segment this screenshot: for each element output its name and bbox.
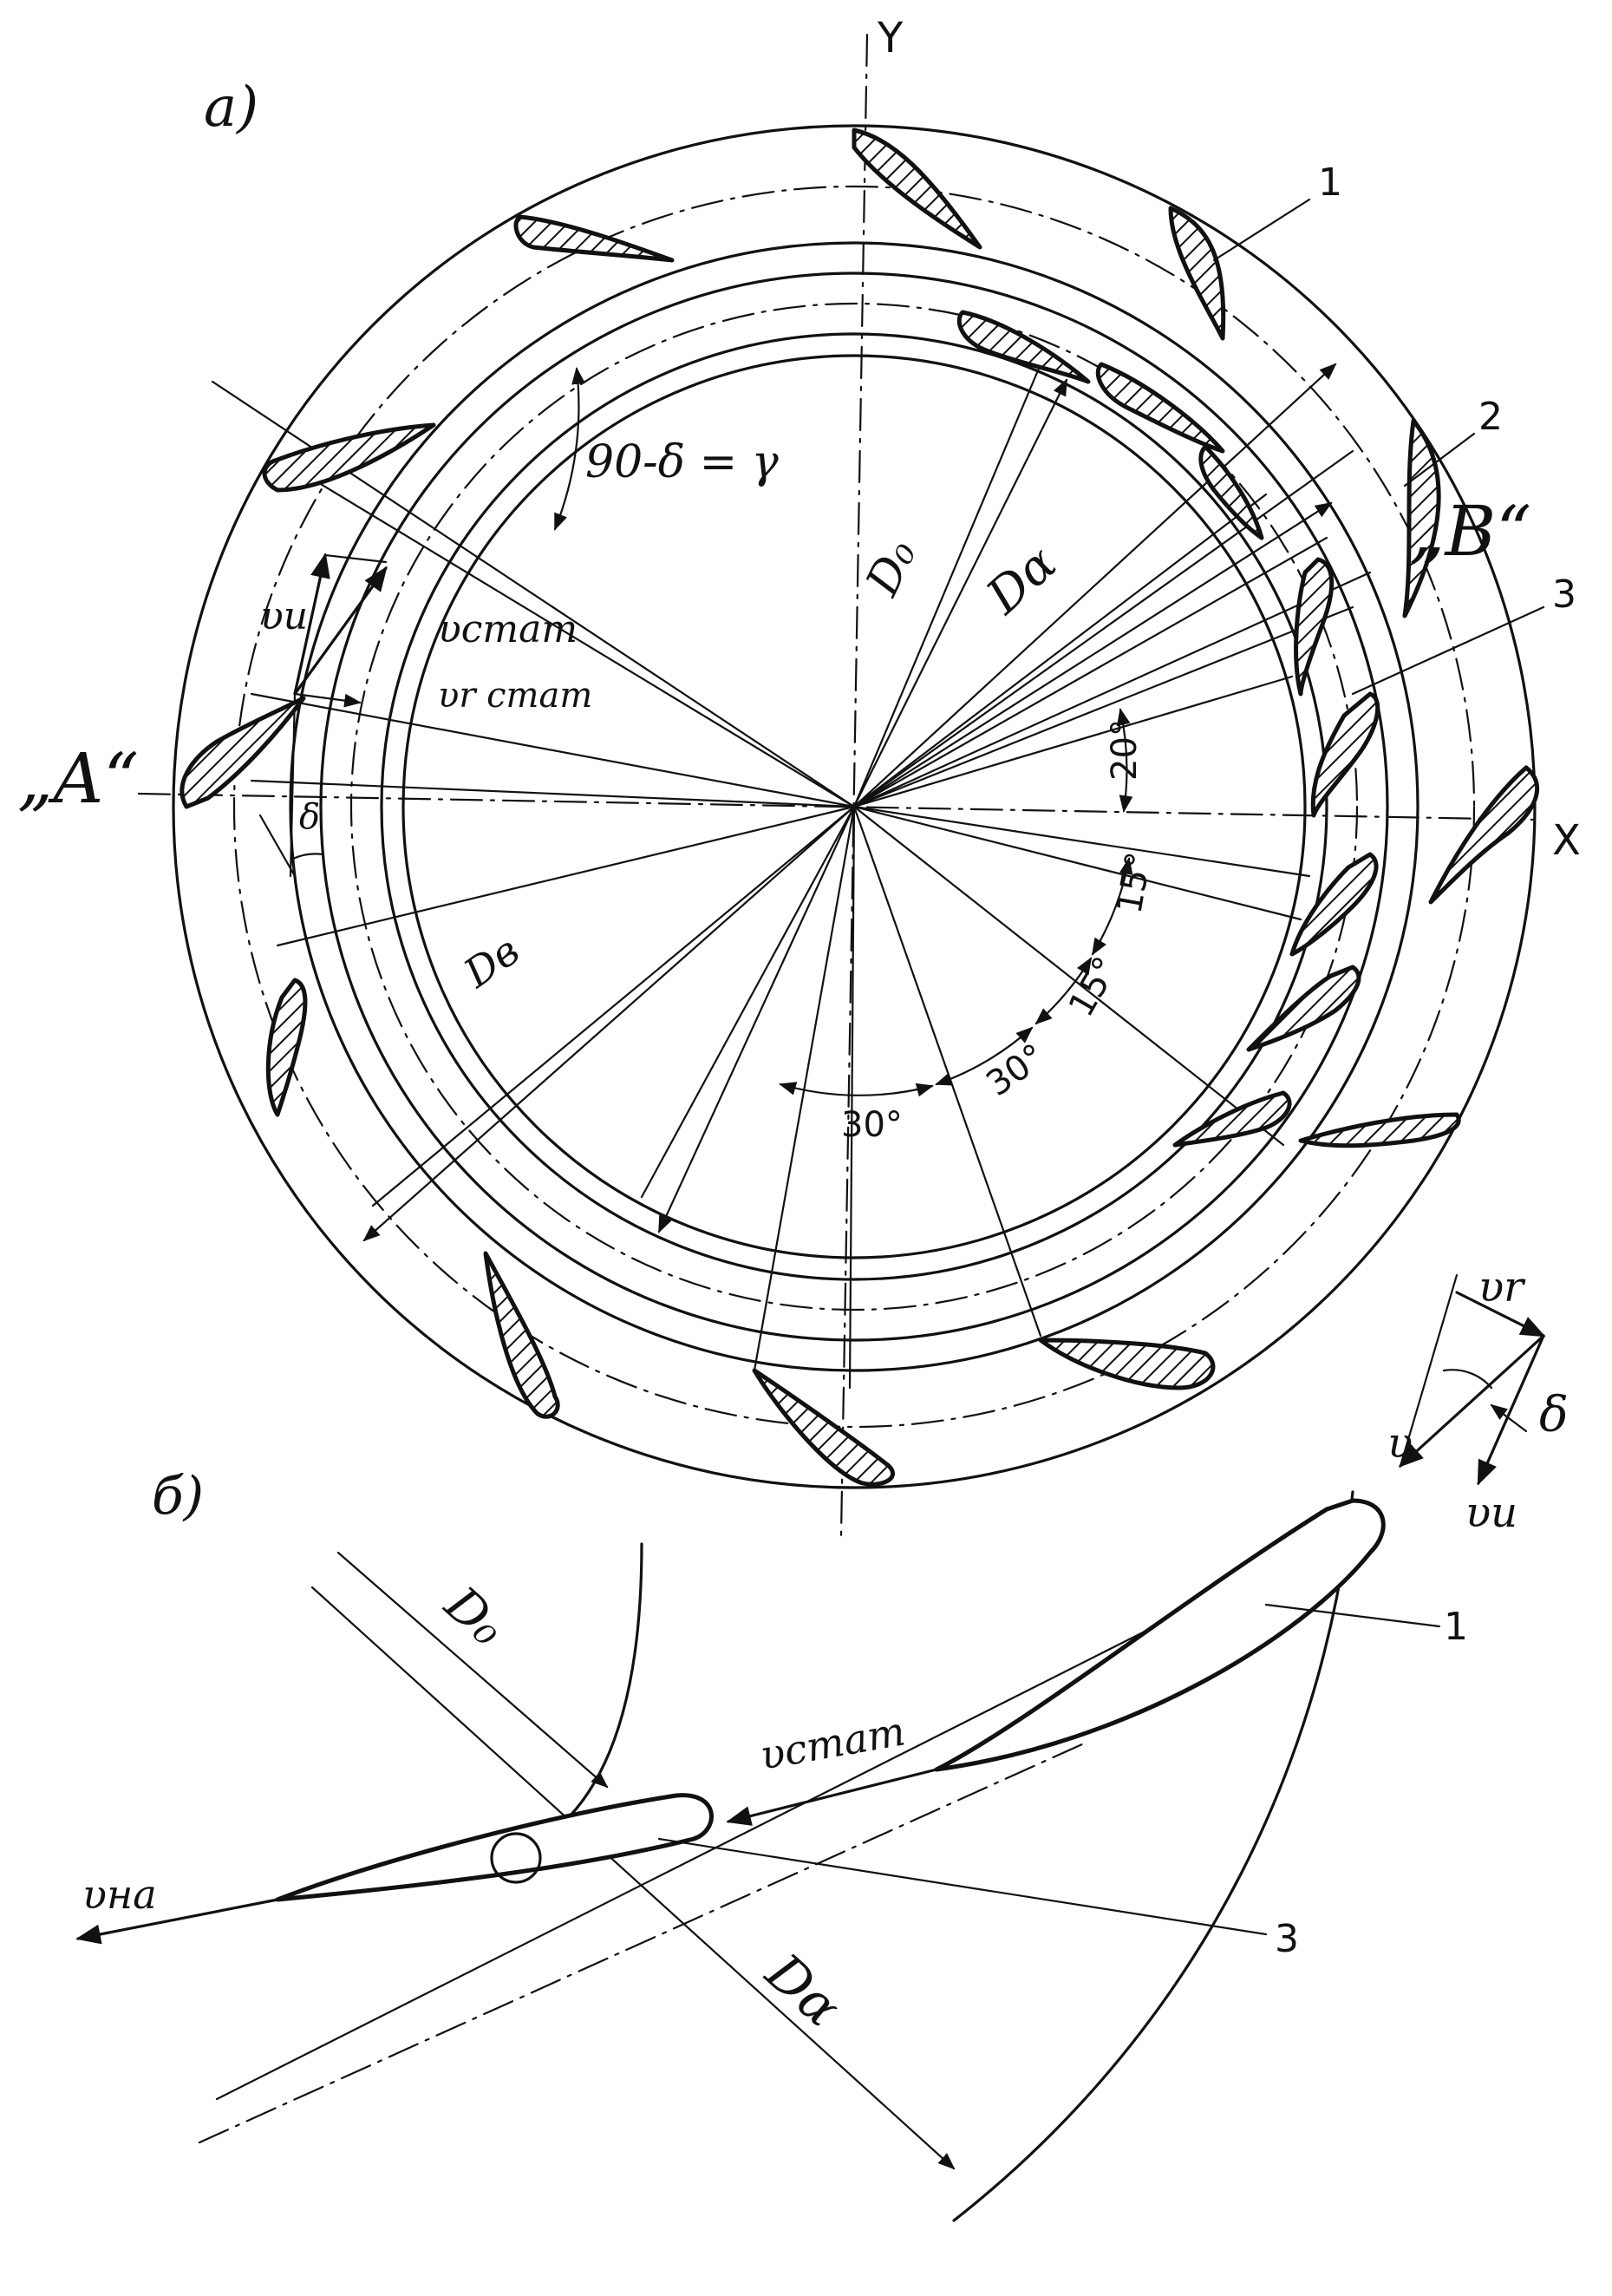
view-a: а) Y X „A“ „B“ 1 2 3 90-δ = γ D₀ Dα Dв υ… <box>17 14 1581 1537</box>
dalpha-label-b: Dα <box>754 1941 852 2038</box>
y-axis-label: Y <box>877 14 904 62</box>
angle-15a-label: 15° <box>1110 849 1160 917</box>
blade-3-pivot <box>490 1832 542 1884</box>
outer-dashed-ring <box>232 185 1476 1429</box>
d0-label: D₀ <box>856 532 927 605</box>
velocity-triangle-b <box>1398 1273 1546 1486</box>
dim-dv-line <box>362 805 856 1242</box>
inner-dashed-ring <box>349 302 1359 1312</box>
angle-15a-arc <box>1091 857 1133 956</box>
angle-20-label: 20° <box>1105 719 1145 781</box>
callout-1-b: 1 <box>1444 1605 1468 1649</box>
point-a-label: „A“ <box>17 738 139 819</box>
callout-1-a: 1 <box>1318 160 1342 205</box>
arc-dalpha-b <box>952 1490 1354 2222</box>
leader-1 <box>1212 198 1311 262</box>
delta-label-b: δ <box>1539 1387 1569 1443</box>
dim-dalpha-line <box>852 363 1337 808</box>
dim-inner-line <box>657 805 856 1233</box>
dv-label: Dв <box>455 926 528 997</box>
x-axis-label: X <box>1552 816 1581 865</box>
vna-arrow-b <box>75 1898 279 1945</box>
ring-4 <box>380 332 1328 1281</box>
delta-label-a: δ <box>299 797 320 837</box>
outer-blades <box>179 128 1540 1487</box>
velocity-triangle-a <box>258 553 388 878</box>
vu-label-a: υи <box>260 594 308 638</box>
callout-3-a: 3 <box>1552 572 1576 617</box>
callout-2-a: 2 <box>1478 395 1503 439</box>
vr-label-b: υr <box>1478 1263 1526 1312</box>
point-b-label: „B“ <box>1409 491 1531 572</box>
v-label-b: υ <box>1387 1419 1413 1468</box>
ring-3 <box>319 271 1389 1342</box>
dim-d0-b <box>336 1551 609 1789</box>
angle-30b-arc <box>935 1026 1034 1086</box>
blade3-centerline <box>198 1742 1086 2144</box>
angle-30a-label: 30° <box>841 1105 903 1145</box>
angle-30b-label: 30° <box>979 1037 1052 1104</box>
panel-b-label: б) <box>152 1466 204 1527</box>
d0-label-b: D₀ <box>434 1575 515 1657</box>
blade-1-b <box>934 1498 1386 1772</box>
dim-d-line <box>852 501 1333 808</box>
angle-15b-arc <box>1034 957 1093 1025</box>
radial-lines <box>211 363 1372 1390</box>
callout-3-b: 3 <box>1275 1917 1299 1961</box>
leader-1-b <box>1264 1603 1441 1628</box>
leader-3-b <box>657 1837 1268 1936</box>
angle-30a-arc <box>779 1082 934 1097</box>
vstat-arrow-b <box>726 1768 938 1826</box>
angle-20-arc <box>1117 708 1133 813</box>
inner-blades <box>956 310 1380 1148</box>
inner-ring <box>401 354 1307 1259</box>
vna-label-b: υна <box>82 1871 157 1918</box>
leader-3 <box>1351 605 1545 696</box>
arc-d0-b <box>553 1542 643 1832</box>
vstat-label-a: υстат <box>438 607 578 651</box>
vrstat-label-a: υr стат <box>438 676 592 716</box>
panel-a-label: а) <box>204 75 258 140</box>
gamma-formula: 90-δ = γ <box>585 436 780 488</box>
view-b: б) D₀ Dα υr υ υи δ υстат υна 1 3 <box>75 1263 1569 2222</box>
gamma-arc <box>553 367 585 531</box>
vstat-label-b: υстат <box>757 1707 909 1778</box>
dalpha-label: Dα <box>976 535 1067 625</box>
leader-2 <box>1403 432 1476 487</box>
vu-label-b: υи <box>1465 1488 1517 1537</box>
dim-d0-line <box>852 378 1068 808</box>
dim-dalpha-b <box>310 1586 956 2170</box>
ring-2 <box>289 241 1419 1372</box>
outer-ring <box>172 124 1537 1489</box>
y-axis <box>839 33 869 1537</box>
